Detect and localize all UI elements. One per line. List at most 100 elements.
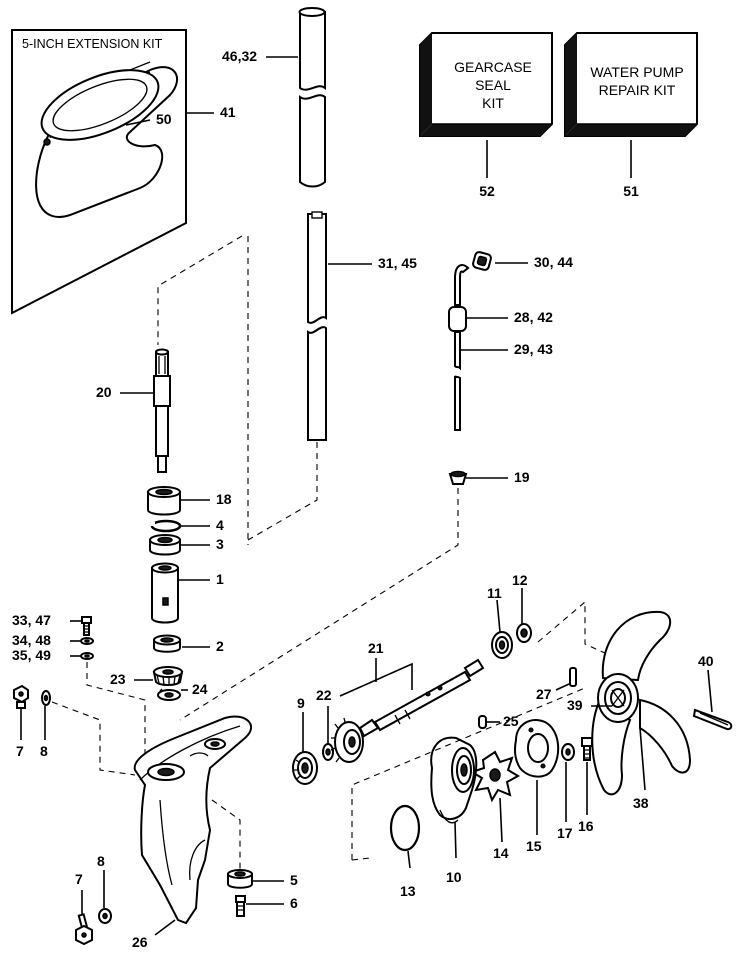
dashed-plug	[51, 701, 136, 776]
callout-34-48: 34, 48	[12, 632, 51, 648]
kit-51-line1: WATER PUMP	[590, 64, 683, 80]
pin-25	[478, 715, 487, 729]
callout-20: 20	[96, 384, 112, 400]
callout-12: 12	[512, 572, 528, 588]
callout-4: 4	[216, 517, 224, 533]
callout-27: 27	[536, 686, 552, 702]
callout-52: 52	[479, 183, 495, 199]
extension-kit-title: 5-INCH EXTENSION KIT	[22, 37, 163, 51]
callout-17: 17	[557, 825, 573, 841]
extension-kit-panel: 5-INCH EXTENSION KIT 50	[11, 29, 187, 315]
shaft-20	[153, 348, 171, 473]
nut-24	[157, 688, 181, 701]
callout-30-44: 30, 44	[534, 254, 573, 270]
callout-40: 40	[698, 653, 714, 669]
callout-6: 6	[290, 895, 298, 911]
callout-38: 38	[633, 795, 649, 811]
dashed-bracket-top	[157, 235, 243, 345]
leader-40	[707, 669, 713, 713]
plate-15	[514, 719, 560, 778]
callout-33-47: 33, 47	[12, 612, 51, 628]
seal-12	[516, 623, 532, 643]
callout-14: 14	[493, 845, 509, 861]
callout-24: 24	[192, 681, 208, 697]
callout-18: 18	[216, 491, 232, 507]
callout-21: 21	[368, 640, 384, 656]
callout-28-42: 28, 42	[514, 309, 553, 325]
screw-33-47	[81, 616, 92, 636]
leader-38	[639, 727, 646, 791]
dashed-5	[211, 799, 241, 870]
callout-3: 3	[216, 536, 224, 552]
bearing-11	[491, 631, 513, 659]
kit-52-line1: GEARCASE	[454, 59, 532, 75]
washer-22	[322, 743, 334, 761]
bearing-3	[149, 534, 181, 556]
sleeve-1	[151, 562, 179, 624]
callout-5: 5	[290, 872, 298, 888]
callout-11: 11	[487, 585, 502, 601]
callout-39: 39	[567, 697, 583, 713]
grommet-19	[448, 470, 468, 485]
callout-35-49: 35, 49	[12, 647, 51, 663]
leader-21-bracket	[339, 662, 413, 697]
bearing-2	[153, 634, 181, 653]
callout-25: 25	[503, 713, 519, 729]
kit-51-line2: REPAIR KIT	[599, 82, 676, 98]
pin-27	[569, 667, 577, 687]
forward-gear	[330, 717, 364, 763]
washer-17	[561, 743, 575, 761]
plug-7-upper	[13, 684, 29, 709]
dashed-screw	[86, 662, 146, 760]
callout-23: 23	[110, 671, 126, 687]
impeller-14	[469, 750, 521, 803]
cotter-pin-40	[692, 708, 733, 731]
callout-26: 26	[132, 934, 148, 950]
leader-26	[154, 919, 176, 936]
kit-52-line3: KIT	[482, 95, 504, 111]
leader-13	[407, 850, 411, 869]
pump-housing-10	[430, 736, 478, 824]
callout-1: 1	[216, 571, 224, 587]
callout-15: 15	[526, 838, 542, 854]
washer-8-lower	[98, 908, 112, 924]
leader-11	[496, 599, 501, 633]
bushing-5	[227, 869, 253, 889]
callout-8b: 8	[97, 853, 105, 869]
tube-29-43	[448, 264, 470, 431]
callout-2: 2	[216, 638, 224, 654]
callout-46-32: 46,32	[222, 48, 257, 64]
gearcase-seal-kit-box: GEARCASE SEAL KIT	[419, 32, 553, 137]
propshaft-21	[358, 658, 485, 738]
washer-35-49	[80, 652, 94, 660]
water-tube	[298, 7, 326, 188]
bushing-18	[147, 486, 181, 516]
plug-7-lower	[75, 913, 93, 946]
extension-spacer	[35, 61, 179, 218]
callout-8a: 8	[40, 743, 48, 759]
callout-50: 50	[156, 111, 172, 127]
o-ring-13	[389, 804, 421, 852]
callout-9: 9	[297, 695, 305, 711]
callout-7a: 7	[16, 743, 24, 759]
callout-19: 19	[514, 469, 530, 485]
water-pump-repair-kit-box: WATER PUMP REPAIR KIT	[564, 32, 698, 137]
leader-10	[454, 821, 457, 859]
screw-6	[235, 895, 246, 917]
driveshaft	[307, 211, 327, 441]
washer-34-48	[80, 637, 94, 645]
bearing-9	[292, 751, 318, 785]
ring-4	[150, 519, 182, 533]
pinion-23	[152, 666, 184, 686]
callout-7b: 7	[75, 871, 83, 887]
callout-51: 51	[623, 183, 639, 199]
dashed-driveshaft	[247, 442, 318, 541]
leader-14	[499, 797, 503, 843]
propeller-38	[591, 610, 692, 796]
callout-13: 13	[400, 883, 416, 899]
screw-16	[581, 737, 593, 761]
grommet-30-44	[472, 251, 492, 271]
washer-8-upper	[41, 690, 51, 706]
